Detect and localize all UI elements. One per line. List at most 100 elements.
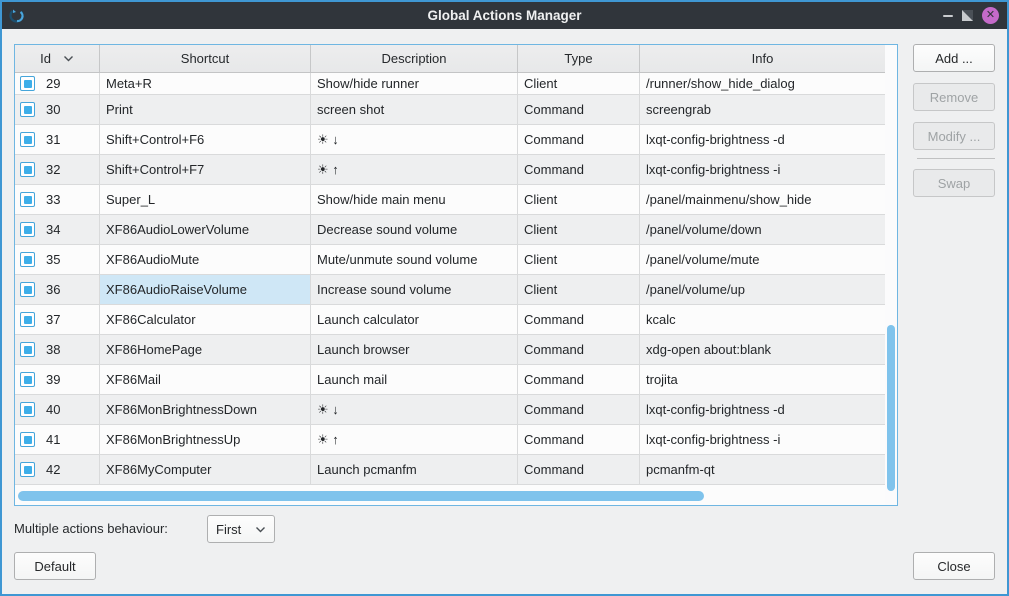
row-id-cell[interactable]: 29 bbox=[15, 73, 100, 95]
row-info-cell[interactable]: lxqt-config-brightness -d bbox=[640, 125, 885, 155]
row-type-cell[interactable]: Command bbox=[518, 95, 640, 125]
row-shortcut-cell[interactable]: XF86MonBrightnessUp bbox=[100, 425, 311, 455]
row-enabled-checkbox[interactable] bbox=[20, 282, 35, 297]
row-type-cell[interactable]: Command bbox=[518, 455, 640, 485]
row-shortcut-cell[interactable]: Meta+R bbox=[100, 73, 311, 95]
row-id-cell[interactable]: 41 bbox=[15, 425, 100, 455]
row-info-cell[interactable]: kcalc bbox=[640, 305, 885, 335]
row-description-cell[interactable]: Launch mail bbox=[311, 365, 518, 395]
vertical-scrollbar-thumb[interactable] bbox=[887, 325, 895, 491]
swap-button[interactable]: Swap bbox=[913, 169, 995, 197]
row-shortcut-cell[interactable]: XF86AudioMute bbox=[100, 245, 311, 275]
row-description-cell[interactable]: ☀ ↑ bbox=[311, 155, 518, 185]
behaviour-select[interactable]: First bbox=[207, 515, 275, 543]
row-description-cell[interactable]: Mute/unmute sound volume bbox=[311, 245, 518, 275]
row-info-cell[interactable]: /panel/volume/up bbox=[640, 275, 885, 305]
row-enabled-checkbox[interactable] bbox=[20, 132, 35, 147]
row-description-cell[interactable]: ☀ ↑ bbox=[311, 425, 518, 455]
row-id-cell[interactable]: 42 bbox=[15, 455, 100, 485]
row-enabled-checkbox[interactable] bbox=[20, 252, 35, 267]
row-id-cell[interactable]: 34 bbox=[15, 215, 100, 245]
row-type-cell[interactable]: Client bbox=[518, 275, 640, 305]
row-description-cell[interactable]: Show/hide runner bbox=[311, 73, 518, 95]
row-shortcut-cell[interactable]: XF86Mail bbox=[100, 365, 311, 395]
row-shortcut-cell[interactable]: XF86MonBrightnessDown bbox=[100, 395, 311, 425]
row-shortcut-cell[interactable]: Shift+Control+F6 bbox=[100, 125, 311, 155]
row-type-cell[interactable]: Command bbox=[518, 335, 640, 365]
row-info-cell[interactable]: /panel/mainmenu/show_hide bbox=[640, 185, 885, 215]
row-description-cell[interactable]: Show/hide main menu bbox=[311, 185, 518, 215]
row-shortcut-cell[interactable]: Print bbox=[100, 95, 311, 125]
row-id-cell[interactable]: 30 bbox=[15, 95, 100, 125]
row-enabled-checkbox[interactable] bbox=[20, 162, 35, 177]
row-description-cell[interactable]: screen shot bbox=[311, 95, 518, 125]
row-info-cell[interactable]: trojita bbox=[640, 365, 885, 395]
column-header-shortcut[interactable]: Shortcut bbox=[100, 45, 311, 72]
row-description-cell[interactable]: Launch calculator bbox=[311, 305, 518, 335]
row-info-cell[interactable]: pcmanfm-qt bbox=[640, 455, 885, 485]
row-id-cell[interactable]: 35 bbox=[15, 245, 100, 275]
row-description-cell[interactable]: Increase sound volume bbox=[311, 275, 518, 305]
column-header-type[interactable]: Type bbox=[518, 45, 640, 72]
row-id-cell[interactable]: 32 bbox=[15, 155, 100, 185]
add-button[interactable]: Add ... bbox=[913, 44, 995, 72]
row-shortcut-cell[interactable]: XF86MyComputer bbox=[100, 455, 311, 485]
row-shortcut-cell[interactable]: XF86AudioRaiseVolume bbox=[100, 275, 311, 305]
row-info-cell[interactable]: lxqt-config-brightness -i bbox=[640, 425, 885, 455]
row-info-cell[interactable]: lxqt-config-brightness -i bbox=[640, 155, 885, 185]
row-info-cell[interactable]: /runner/show_hide_dialog bbox=[640, 73, 885, 95]
row-enabled-checkbox[interactable] bbox=[20, 432, 35, 447]
close-icon[interactable]: ✕ bbox=[982, 7, 999, 24]
row-type-cell[interactable]: Client bbox=[518, 73, 640, 95]
close-button[interactable]: Close bbox=[913, 552, 995, 580]
row-id-cell[interactable]: 40 bbox=[15, 395, 100, 425]
row-enabled-checkbox[interactable] bbox=[20, 192, 35, 207]
titlebar[interactable]: Global Actions Manager ✕ bbox=[2, 2, 1007, 29]
vertical-scrollbar[interactable] bbox=[885, 45, 897, 505]
row-id-cell[interactable]: 31 bbox=[15, 125, 100, 155]
minimize-icon[interactable] bbox=[943, 14, 953, 17]
row-id-cell[interactable]: 33 bbox=[15, 185, 100, 215]
row-enabled-checkbox[interactable] bbox=[20, 102, 35, 117]
row-shortcut-cell[interactable]: Super_L bbox=[100, 185, 311, 215]
column-header-info[interactable]: Info bbox=[751, 51, 774, 66]
row-info-cell[interactable]: screengrab bbox=[640, 95, 885, 125]
modify-button[interactable]: Modify ... bbox=[913, 122, 995, 150]
column-header-id[interactable]: Id bbox=[15, 45, 100, 72]
row-description-cell[interactable]: ☀ ↓ bbox=[311, 395, 518, 425]
default-button[interactable]: Default bbox=[14, 552, 96, 580]
row-enabled-checkbox[interactable] bbox=[20, 402, 35, 417]
row-shortcut-cell[interactable]: XF86HomePage bbox=[100, 335, 311, 365]
row-shortcut-cell[interactable]: Shift+Control+F7 bbox=[100, 155, 311, 185]
row-type-cell[interactable]: Command bbox=[518, 425, 640, 455]
row-enabled-checkbox[interactable] bbox=[20, 312, 35, 327]
row-enabled-checkbox[interactable] bbox=[20, 462, 35, 477]
row-enabled-checkbox[interactable] bbox=[20, 222, 35, 237]
row-id-cell[interactable]: 36 bbox=[15, 275, 100, 305]
row-info-cell[interactable]: xdg-open about:blank bbox=[640, 335, 885, 365]
row-type-cell[interactable]: Command bbox=[518, 125, 640, 155]
row-type-cell[interactable]: Client bbox=[518, 215, 640, 245]
row-id-cell[interactable]: 37 bbox=[15, 305, 100, 335]
row-type-cell[interactable]: Client bbox=[518, 185, 640, 215]
row-info-cell[interactable]: /panel/volume/down bbox=[640, 215, 885, 245]
row-type-cell[interactable]: Command bbox=[518, 305, 640, 335]
row-description-cell[interactable]: ☀ ↓ bbox=[311, 125, 518, 155]
row-id-cell[interactable]: 39 bbox=[15, 365, 100, 395]
remove-button[interactable]: Remove bbox=[913, 83, 995, 111]
row-enabled-checkbox[interactable] bbox=[20, 342, 35, 357]
row-type-cell[interactable]: Command bbox=[518, 365, 640, 395]
restore-icon[interactable] bbox=[962, 10, 973, 21]
